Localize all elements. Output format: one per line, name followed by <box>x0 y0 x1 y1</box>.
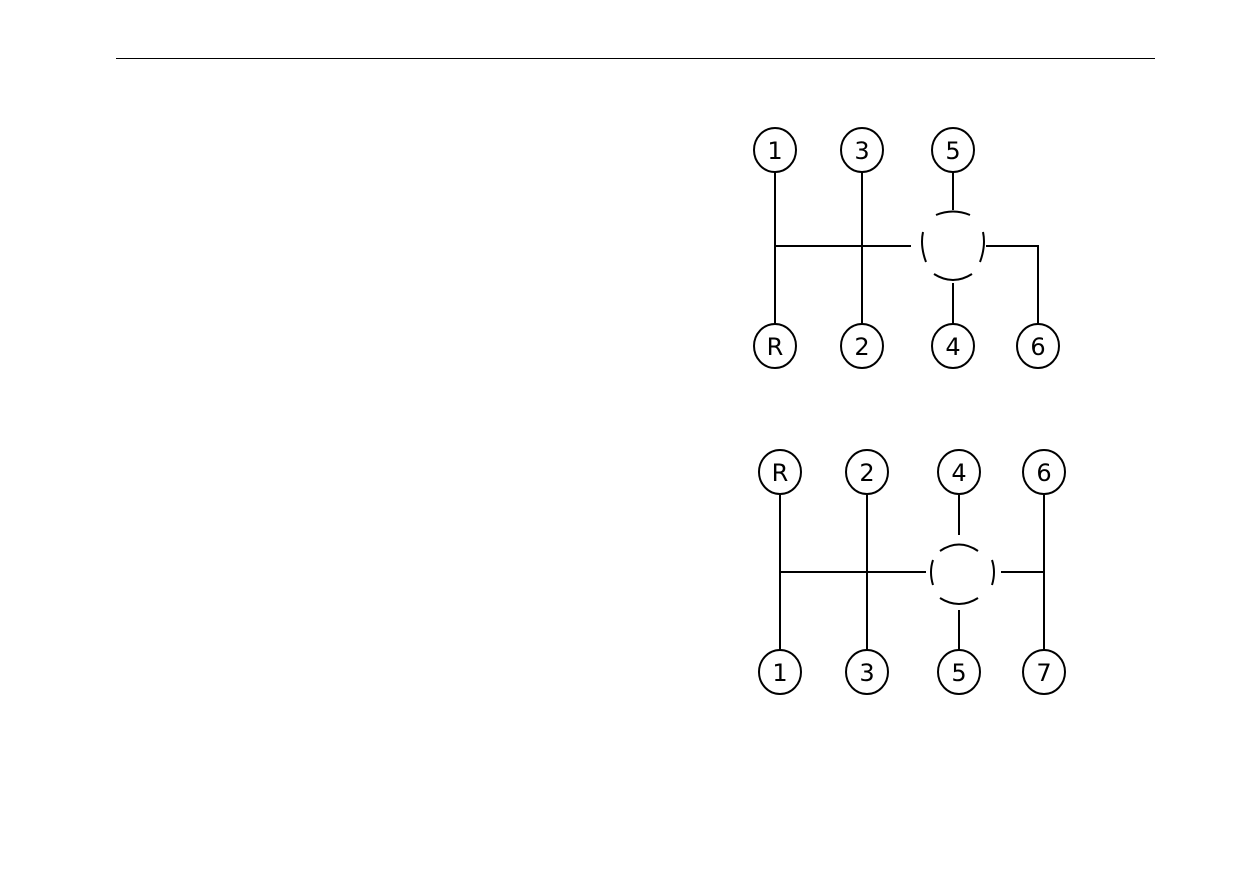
gear-node: 7 <box>1022 649 1066 695</box>
gear-label: 6 <box>1036 459 1051 487</box>
gear-node: 3 <box>840 127 884 173</box>
lockout-arc-left <box>921 231 927 263</box>
gear-label: 3 <box>859 659 874 687</box>
gear-label: 1 <box>772 659 787 687</box>
gear-label: R <box>772 459 789 487</box>
neutral-crossbar-right <box>986 245 1039 325</box>
gear-label: 6 <box>1030 333 1045 361</box>
gear-label: 1 <box>767 137 782 165</box>
gear-nodes-six-top: 1 3 5 <box>753 127 975 173</box>
gear-node: 1 <box>758 649 802 695</box>
gear-node: 6 <box>1022 449 1066 495</box>
gear-node: 1 <box>753 127 797 173</box>
lockout-arc-right <box>991 559 995 586</box>
gear-label: 5 <box>951 659 966 687</box>
gear-nodes-seven-bottom: 1 3 5 7 <box>758 649 1066 695</box>
shift-pattern-six-speed <box>774 172 1039 325</box>
gear-nodes-six-bottom: R 2 4 6 <box>753 323 1060 369</box>
lockout-arc-right <box>979 231 985 263</box>
gear-node: R <box>758 449 802 495</box>
gear-label: 2 <box>854 333 869 361</box>
gear-label: 2 <box>859 459 874 487</box>
gear-label: 3 <box>854 137 869 165</box>
gear-label: 5 <box>945 137 960 165</box>
header-rule <box>116 58 1155 59</box>
shift-pattern-seven-speed <box>779 495 1045 650</box>
gear-label: 4 <box>945 333 960 361</box>
gear-node: 5 <box>931 127 975 173</box>
gear-label: 4 <box>951 459 966 487</box>
lockout-arc-top <box>935 210 971 216</box>
lockout-arc-bottom <box>933 273 973 281</box>
gear-node: 4 <box>931 323 975 369</box>
gear-node: 2 <box>840 323 884 369</box>
gear-node: R <box>753 323 797 369</box>
gear-label: 7 <box>1036 659 1051 687</box>
lockout-arc-top <box>939 543 979 552</box>
lockout-arc-bottom <box>939 597 979 605</box>
gear-label: R <box>767 333 784 361</box>
gear-nodes-seven-top: R 2 4 6 <box>758 449 1066 495</box>
gear-node: 5 <box>937 649 981 695</box>
gear-node: 6 <box>1016 323 1060 369</box>
lockout-arc-left <box>930 559 934 586</box>
gear-node: 3 <box>845 649 889 695</box>
gear-node: 4 <box>937 449 981 495</box>
gear-node: 2 <box>845 449 889 495</box>
